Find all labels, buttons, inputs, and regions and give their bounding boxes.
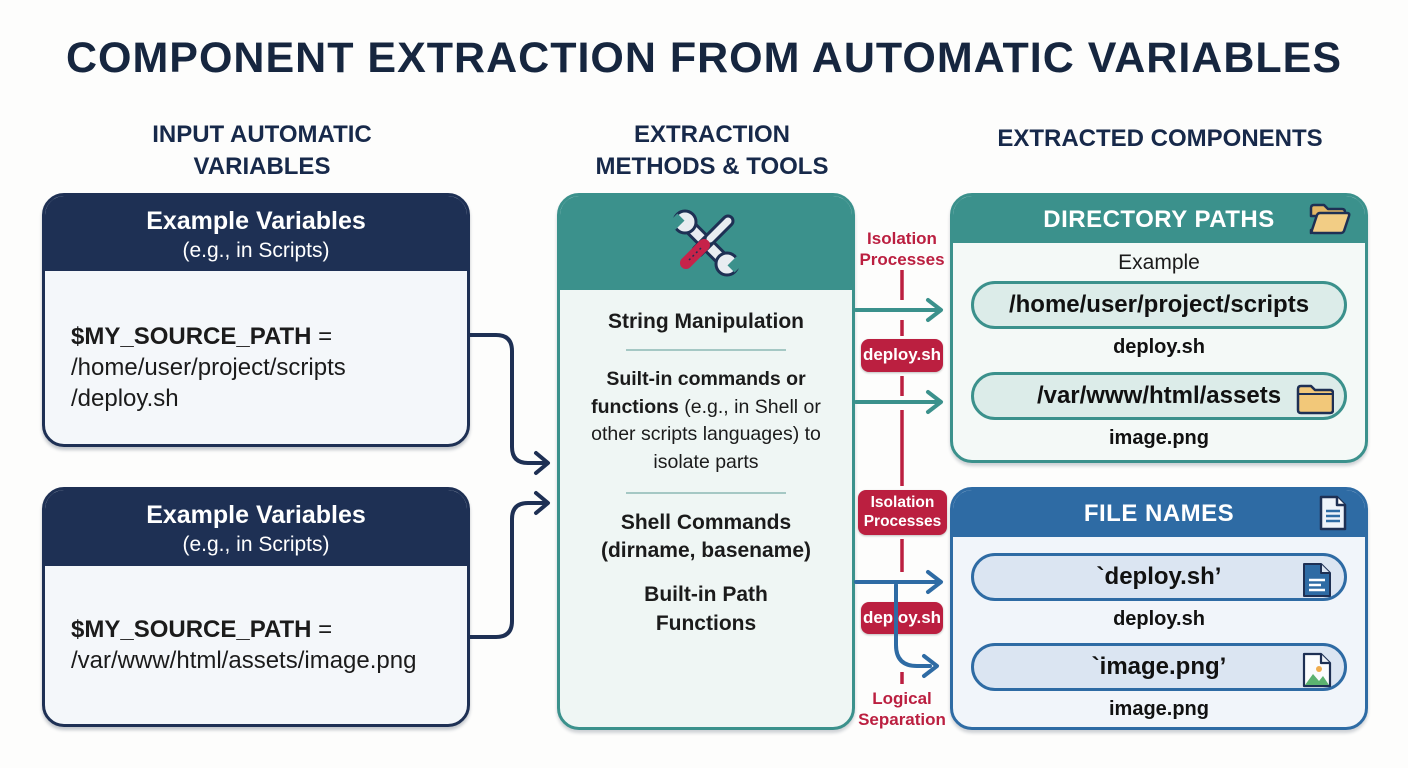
- input-box-1-body: $MY_SOURCE_PATH = /home/user/project/scr…: [45, 271, 467, 415]
- method-path-functions: Built-in Path Functions: [644, 583, 768, 635]
- input-to-methods-arrows: [468, 333, 550, 639]
- input-box-2-subtitle: (e.g., in Scripts): [182, 533, 330, 557]
- tools-icon: [668, 209, 744, 277]
- variable-name: $MY_SOURCE_PATH: [71, 323, 312, 350]
- input-box-2-body: $MY_SOURCE_PATH = /var/www/html/assets/i…: [45, 566, 467, 676]
- directory-path-file-label: image.png: [1108, 427, 1209, 449]
- file-name-label: deploy.sh: [1113, 608, 1205, 630]
- input-box-2-title: Example Variables: [146, 501, 366, 529]
- directory-paths-header: DIRECTORY PATHS: [953, 196, 1365, 243]
- column-header-methods-line1: EXTRACTION: [634, 121, 790, 148]
- folder-icon: [1294, 380, 1335, 423]
- input-box-1-title: Example Variables: [146, 207, 366, 235]
- method-builtin-commands: Suilt-in commands or functions (e.g., in…: [582, 366, 830, 477]
- deploy-sh-badge-bottom: deploy.sh: [861, 602, 943, 634]
- example-label: Example: [1118, 251, 1200, 274]
- divider: [626, 349, 786, 351]
- equals-sign: =: [311, 323, 333, 350]
- directory-path-value: /var/www/html/assets: [1036, 382, 1282, 409]
- extraction-methods-box: String Manipulation Suilt-in commands or…: [557, 193, 855, 730]
- file-names-header: FILE NAMES: [953, 490, 1365, 537]
- variable-value-line: /var/www/html/assets/image.png: [71, 647, 417, 675]
- file-name-pill-2: `image.png’: [971, 643, 1347, 691]
- input-variable-box-2: Example Variables (e.g., in Scripts) $MY…: [42, 487, 470, 727]
- column-header-input-line2: VARIABLES: [193, 153, 331, 181]
- variable-assignment: $MY_SOURCE_PATH =: [71, 321, 441, 352]
- file-names-title: FILE NAMES: [1083, 499, 1235, 527]
- method-builtin-commands-rest: (e.g., in Shell or other scripts languag…: [591, 395, 821, 474]
- logical-separation-text: Logical Separation: [858, 689, 946, 730]
- input-box-1-subtitle: (e.g., in Scripts): [182, 239, 330, 263]
- equals-sign: =: [311, 616, 333, 643]
- page-title: COMPONENT EXTRACTION FROM AUTOMATIC VARI…: [65, 34, 1343, 82]
- column-header-extracted: EXTRACTED COMPONENTS: [997, 125, 1323, 152]
- methods-box-header: [560, 196, 852, 290]
- directory-path-file-label: deploy.sh: [1113, 336, 1205, 358]
- column-header-methods: EXTRACTION METHODS & TOOLS: [512, 119, 912, 184]
- method-shell-commands: Shell Commands (dirname, basename): [600, 510, 812, 563]
- file-names-box: FILE NAMES `deploy.sh’ deploy.sh `: [950, 487, 1368, 730]
- method-string-manipulation: String Manipulation: [608, 310, 804, 333]
- open-folder-icon: [1307, 200, 1353, 245]
- divider: [626, 491, 786, 494]
- image-file-icon: [1300, 651, 1334, 696]
- input-box-1-header: Example Variables (e.g., in Scripts): [45, 196, 467, 271]
- file-name-value: `deploy.sh’: [1096, 563, 1222, 590]
- directory-path-value: /home/user/project/scripts: [1008, 291, 1310, 318]
- column-header-methods-line2: METHODS & TOOLS: [595, 153, 829, 181]
- variable-assignment: $MY_SOURCE_PATH =: [71, 614, 441, 645]
- variable-name: $MY_SOURCE_PATH: [71, 616, 312, 643]
- directory-paths-title: DIRECTORY PATHS: [1043, 205, 1275, 233]
- document-icon: [1317, 493, 1349, 540]
- column-header-input: INPUT AUTOMATIC VARIABLES: [62, 119, 462, 184]
- variable-value-line: /home/user/project/scripts: [71, 354, 346, 382]
- deploy-sh-badge-top: deploy.sh: [861, 339, 943, 372]
- file-name-value: `image.png’: [1091, 653, 1227, 680]
- method-builtin-commands-bold: Suilt-in commands or functions: [591, 368, 806, 418]
- directory-paths-box: DIRECTORY PATHS Example /home/user/proje…: [950, 193, 1368, 463]
- variable-value-line: /deploy.sh: [71, 385, 179, 413]
- column-header-input-line1: INPUT AUTOMATIC: [152, 121, 372, 148]
- input-box-2-header: Example Variables (e.g., in Scripts): [45, 490, 467, 566]
- script-file-icon: [1300, 561, 1334, 606]
- isolation-processes-badge: Isolation Processes: [858, 490, 947, 535]
- directory-path-pill-2: /var/www/html/assets: [971, 372, 1347, 420]
- input-variable-box-1: Example Variables (e.g., in Scripts) $MY…: [42, 193, 470, 447]
- file-name-label: image.png: [1108, 698, 1209, 720]
- isolation-processes-text: Isolation Processes: [859, 229, 945, 270]
- file-name-pill-1: `deploy.sh’: [971, 553, 1347, 601]
- methods-box-body: String Manipulation Suilt-in commands or…: [560, 290, 852, 638]
- directory-path-pill-1: /home/user/project/scripts: [971, 281, 1347, 329]
